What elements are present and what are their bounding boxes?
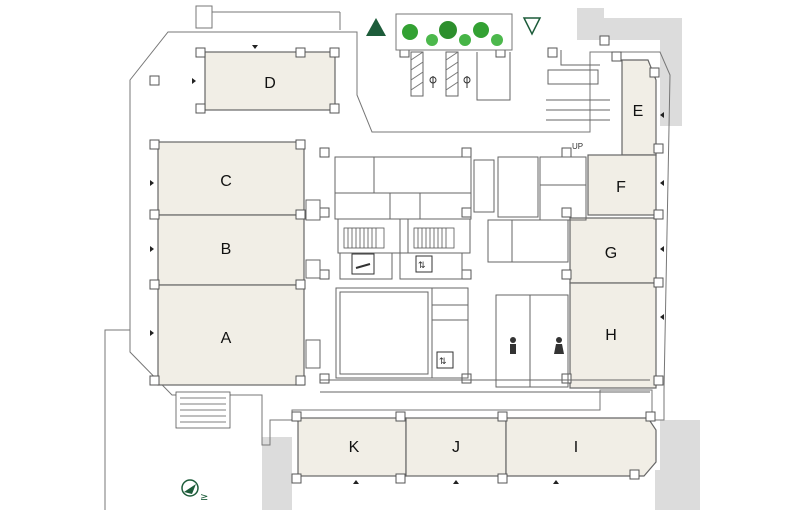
room-C[interactable] xyxy=(157,141,305,216)
building-outline xyxy=(104,5,671,510)
up-label: UP xyxy=(572,142,583,151)
room-label-H: H xyxy=(605,327,617,344)
svg-text:⇅: ⇅ xyxy=(439,357,447,367)
room-label-C: C xyxy=(220,173,232,190)
rooms xyxy=(157,51,657,477)
main-entrance-icon[interactable] xyxy=(366,18,386,36)
restroom-icon xyxy=(510,337,564,354)
door-markers xyxy=(150,45,664,484)
compass-icon: ≥ xyxy=(181,479,208,503)
room-H[interactable] xyxy=(569,282,657,389)
elevator-icon: ⇅ ⇅ xyxy=(415,255,454,369)
room-label-I: I xyxy=(574,439,578,456)
svg-text:≥: ≥ xyxy=(200,492,208,503)
room-F[interactable] xyxy=(587,154,657,216)
stair-icon xyxy=(175,227,455,429)
room-D[interactable] xyxy=(204,51,336,111)
tree-icon xyxy=(395,13,513,51)
core-area xyxy=(305,50,650,393)
room-label-G: G xyxy=(605,245,617,262)
room-label-J: J xyxy=(452,439,460,456)
room-label-F: F xyxy=(616,179,626,196)
room-label-A: A xyxy=(221,330,232,347)
room-E[interactable] xyxy=(621,59,657,156)
secondary-entrance-icon[interactable] xyxy=(522,17,542,36)
room-label-E: E xyxy=(633,103,644,120)
smoking-area-icon xyxy=(351,253,375,275)
room-J[interactable] xyxy=(405,417,507,477)
room-label-D: D xyxy=(264,75,276,92)
room-label-K: K xyxy=(349,439,360,456)
room-B[interactable] xyxy=(157,214,305,286)
accessible-parking-icon xyxy=(410,51,471,97)
room-I[interactable] xyxy=(505,417,657,477)
room-A[interactable] xyxy=(157,284,305,386)
room-label-B: B xyxy=(221,241,232,258)
svg-text:⇅: ⇅ xyxy=(418,261,426,271)
